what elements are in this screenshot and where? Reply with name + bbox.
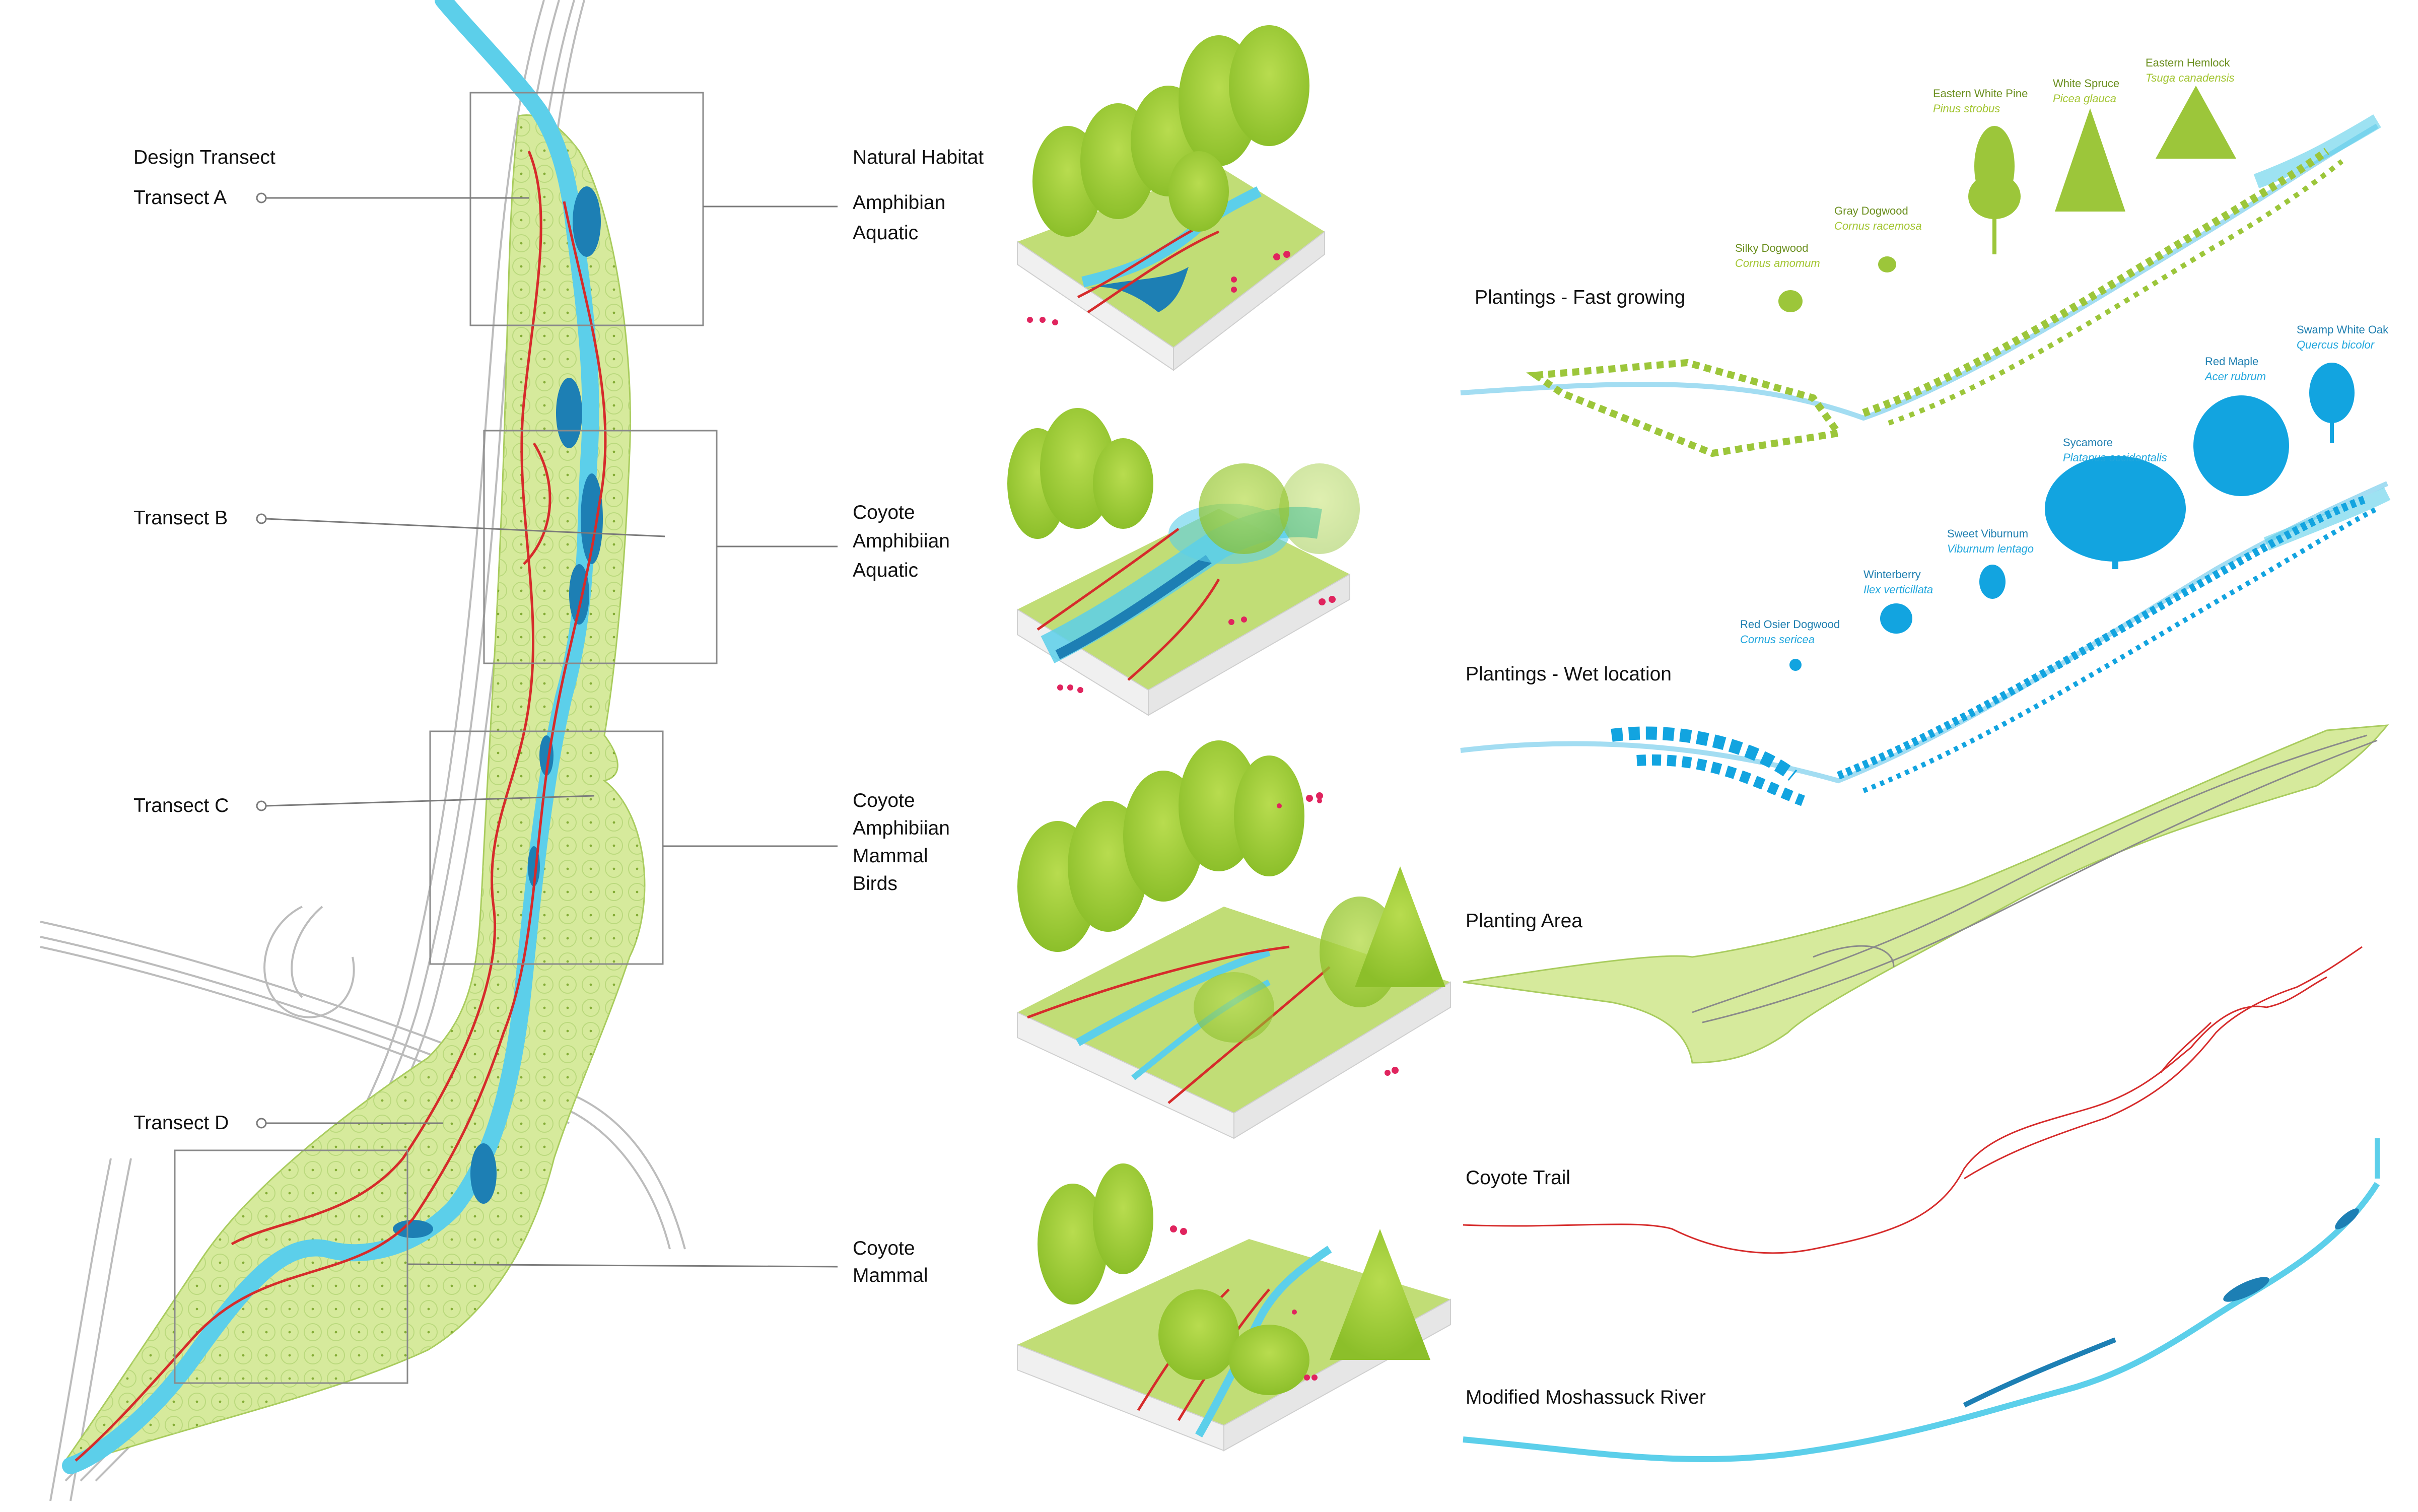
habitat-d-line-2: Mammal [853,1265,928,1286]
spruce-tree-icon [2055,108,2125,212]
transect-d-marker [256,1118,267,1129]
layer-fast-growing-label: Plantings - Fast growing [1475,287,1686,308]
transect-a-label: Transect A [133,187,227,209]
iso-block-b [1007,408,1360,716]
species-name: Red Maple [2205,355,2259,368]
species-latin: Picea glauca [2053,92,2116,105]
species-name: Sycamore [2063,436,2113,449]
layer-coyote-trail-label: Coyote Trail [1466,1167,1571,1189]
site-plan [40,0,838,1501]
layer-wet-location-label: Plantings - Wet location [1466,663,1672,685]
species-latin: Pinus strobus [1933,102,2000,115]
species-name: Swamp White Oak [2297,323,2389,336]
coyote-trail-line [1463,946,2363,1254]
species-latin: Cornus sericea [1740,633,1815,646]
shrub-icon [1778,290,1803,312]
transect-a-marker [256,192,267,203]
animal-icons-b [1057,596,1336,693]
transect-c-box [429,730,664,965]
species-name: Gray Dogwood [1834,204,1908,217]
species-latin: Quercus bicolor [2297,338,2375,351]
habitat-b-line-1: Coyote [853,502,915,523]
animal-icons-a [1027,251,1290,325]
shrub-icon [1880,603,1912,634]
transect-b-marker [256,513,267,524]
habitat-c-line-1: Coyote [853,790,915,811]
habitat-c-line-4: Birds [853,873,897,895]
species-latin: Acer rubrum [2205,370,2266,383]
species-name: Winterberry [1863,568,1921,581]
fast-growing-tree-icons [1778,86,2236,312]
animal-icons-d [1170,1225,1318,1381]
wet-planting-band [1460,481,2391,806]
species-latin: Ilex verticillata [1863,583,1933,596]
species-name: White Spruce [2053,77,2120,90]
layer-planting-area-label: Planting Area [1466,910,1583,932]
transect-d-box [174,1149,408,1384]
fast-growing-band [1460,114,2381,457]
pine-tree-icon [1968,126,2021,254]
transect-b-label: Transect B [133,507,228,529]
species-latin: Platanus occidentalis [2063,451,2167,464]
habitat-a-line-1: Amphibian [853,192,946,214]
iso-block-a [1017,25,1325,372]
coyote-trails-plan [75,151,607,1462]
habitat-b-line-3: Aquatic [853,560,919,581]
species-name: Silky Dogwood [1735,242,1809,254]
iso-block-d [1017,1163,1451,1452]
species-latin: Tsuga canadensis [2146,72,2235,84]
sycamore-tree-icon [2045,456,2186,569]
habitat-a-line-2: Aquatic [853,222,919,244]
transect-c-marker [256,800,267,811]
transect-c-label: Transect C [133,795,229,816]
natural-habitat-heading: Natural Habitat [853,147,984,168]
planting-area-shape [1463,724,2389,1064]
species-latin: Viburnum lentago [1947,542,2034,555]
species-name: Eastern Hemlock [2146,56,2230,69]
habitat-d-line-1: Coyote [853,1238,915,1259]
habitat-b-line-2: Amphibiian [853,530,950,552]
transect-d-label: Transect D [133,1112,229,1134]
shrub-icon [1789,659,1802,671]
habitat-c-line-2: Amphibiian [853,817,950,839]
river-line [1463,1138,2380,1463]
species-latin: Cornus racemosa [1834,220,1922,232]
species-latin: Cornus amomum [1735,257,1820,269]
wet-tree-icons [1789,363,2355,671]
species-name: Eastern White Pine [1933,87,2028,100]
leader-lines [256,192,838,1268]
animal-icons-c [1277,792,1399,1076]
shrub-icon [1979,565,2006,599]
maple-tree-icon [2193,395,2289,496]
hemlock-tree-icon [2156,86,2236,159]
iso-block-c [1017,740,1451,1139]
transect-a-box [469,92,704,326]
species-name: Sweet Viburnum [1947,527,2029,540]
oak-tree-icon [2309,363,2355,443]
species-name: Red Osier Dogwood [1740,618,1840,631]
shrub-icon [1878,256,1896,272]
layer-river-label: Modified Moshassuck River [1466,1387,1706,1408]
habitat-c-line-3: Mammal [853,845,928,867]
design-transect-heading: Design Transect [133,147,275,168]
